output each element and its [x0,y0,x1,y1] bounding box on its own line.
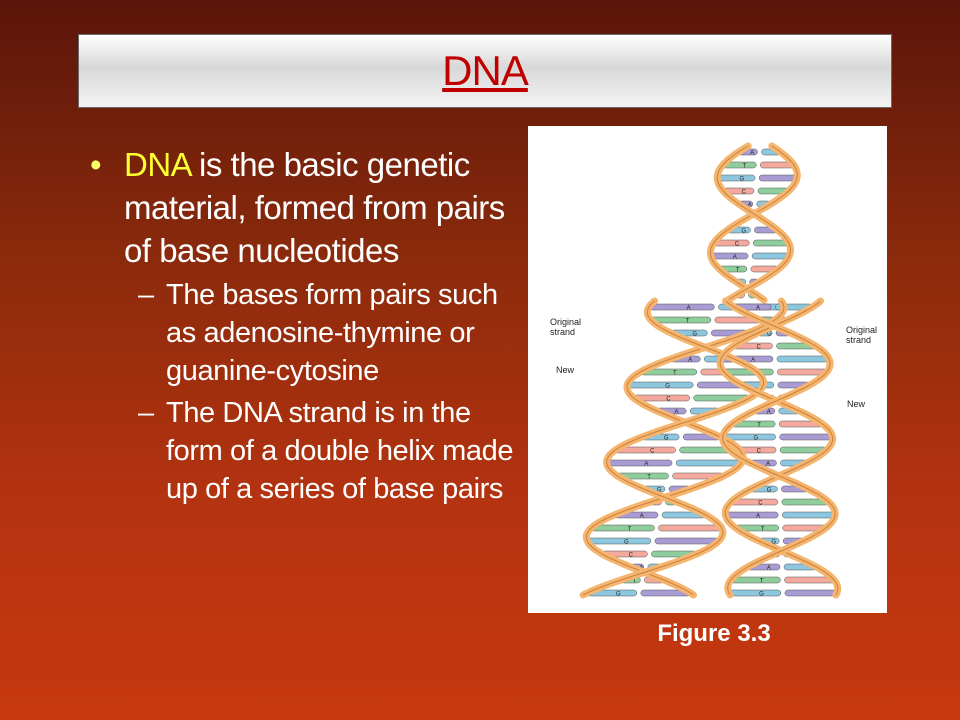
left-daughter-helix-base-rung [606,459,673,467]
parent-helix-base-letter: A [750,151,754,157]
title-bar: DNA [78,34,892,108]
right-daughter-helix-base-rung [782,511,836,519]
left-daughter-helix-base-letter: A [687,306,691,312]
right-daughter-helix-base-letter: G [771,540,776,546]
parent-helix-base-letter: A [748,203,752,209]
right-daughter-helix-base-letter: A [766,462,770,468]
parent-helix-base-letter: C [735,242,740,248]
right-daughter-helix-base-rung [776,355,830,363]
dna-helix-illustration: A T G C A G C A T A T G A T G C A G C A T G A T G C A T G A G C A T G A T G C A… [550,142,877,599]
subbullet-dash: – [138,397,154,429]
parent-helix-strand-edge [709,145,798,301]
right-daughter-helix-base-letter: A [756,306,760,312]
right-daughter-helix-base-letter: A [767,566,771,572]
figure-caption: Figure 3.3 [657,620,771,647]
bullet-highlight: DNA [124,146,191,183]
right-daughter-helix-base-rung [784,589,838,597]
parent-helix-base-letter: G [741,229,746,235]
bullet-dot: • [90,146,102,183]
left-daughter-helix-base-letter: C [666,397,671,403]
right-daughter-helix-base-letter: A [767,410,771,416]
left-daughter-helix-base-letter: A [674,410,678,416]
right-daughter-helix-base-letter: C [758,501,763,507]
subbullet-2: – The DNA strand is in the form of a dou… [90,394,520,508]
parent-helix-base-rung [710,252,749,260]
left-daughter-helix-base-rung [586,537,652,545]
left-daughter-helix-base-letter: C [629,553,634,559]
right-daughter-helix-base-rung [728,589,782,597]
right-daughter-helix-base-letter: G [767,488,772,494]
left-daughter-helix-base-letter: T [647,475,651,481]
left-daughter-helix-base-letter: G [665,384,670,390]
right-daughter-helix-base-rung [730,576,781,584]
left-daughter-helix-base-rung [658,524,722,532]
bullet-main: • DNA is the basic genetic material, for… [90,143,520,272]
right-daughter-helix-base-letter: C [757,449,762,455]
subbullet-text: The bases form pairs such as adenosine-t… [166,279,498,387]
parent-helix-base-letter: T [736,268,740,274]
left-daughter-helix-base-rung [650,316,712,324]
left-daughter-helix-base-letter: T [633,579,637,585]
parent-helix-base-letter: T [743,164,747,170]
left-daughter-helix-base-letter: T [673,371,677,377]
left-daughter-helix-base-rung [648,303,715,311]
right-daughter-helix-base-rung [779,433,833,441]
parent-helix-base-rung [716,174,756,182]
left-daughter-helix-base-letter: C [650,449,655,455]
slide-title: DNA [442,47,529,94]
right-daughter-helix-strand-edge [722,300,836,596]
left-daughter-helix-base-rung [626,381,694,389]
right-daughter-helix-base-letter: T [757,423,761,429]
right-daughter-helix-base-rung [784,576,835,584]
left-daughter-helix-base-letter: G [692,332,697,338]
right-daughter-helix-base-letter: C [756,345,761,351]
right-daughter-helix-base-letter: G [753,436,758,442]
parent-helix-base-letter: G [740,177,745,183]
left-daughter-helix-strand-edge [582,300,765,596]
parent-helix-base-letter: A [733,255,737,261]
left-daughter-helix-base-letter: A [644,462,648,468]
left-daughter-helix-base-letter: A [688,358,692,364]
right-daughter-helix-base-letter: T [760,579,764,585]
left-daughter-helix-base-letter: T [628,527,632,533]
label-new-right: New [847,399,866,409]
left-daughter-helix-strand-edge [585,300,785,596]
bullet-text: is the basic genetic material, formed fr… [124,146,505,269]
parent-helix-base-rung [758,174,798,182]
left-daughter-helix-base-letter: G [624,540,629,546]
parent-helix-base-letter: C [742,190,747,196]
right-daughter-helix-base-rung [725,511,779,519]
right-daughter-helix-base-letter: T [761,527,765,533]
right-daughter-helix-strand-edge [719,300,839,596]
subbullet-text: The DNA strand is in the form of a doubl… [166,397,514,505]
parent-helix-strand-edge [716,145,792,301]
right-daughter-helix-base-letter: G [759,592,764,598]
left-daughter-helix-base-rung [654,537,719,545]
right-daughter-helix-base-rung [777,368,828,376]
slide-content: • DNA is the basic genetic material, for… [90,143,520,508]
right-daughter-helix-base-letter: A [751,358,755,364]
left-daughter-helix-base-letter: G [657,488,662,494]
label-new-left: New [556,365,575,375]
right-daughter-helix-base-letter: A [756,514,760,520]
left-daughter-helix-base-rung [675,459,742,467]
subbullet-dash: – [138,279,154,311]
left-daughter-helix-base-letter: A [640,514,644,520]
dna-replication-figure: A T G C A G C A T A T G A T G C A G C A T G A T G C A T G A G C A T G A T G C A… [528,126,887,613]
left-daughter-helix-base-letter: G [616,592,621,598]
left-daughter-helix-base-letter: T [686,319,690,325]
left-daughter-helix-base-rung [590,524,655,532]
left-daughter-helix-base-letter: G [664,436,669,442]
parent-helix-base-rung [751,252,790,260]
right-daughter-helix-base-letter: G [767,332,772,338]
subbullet-1: – The bases form pairs such as adenosine… [90,276,520,390]
